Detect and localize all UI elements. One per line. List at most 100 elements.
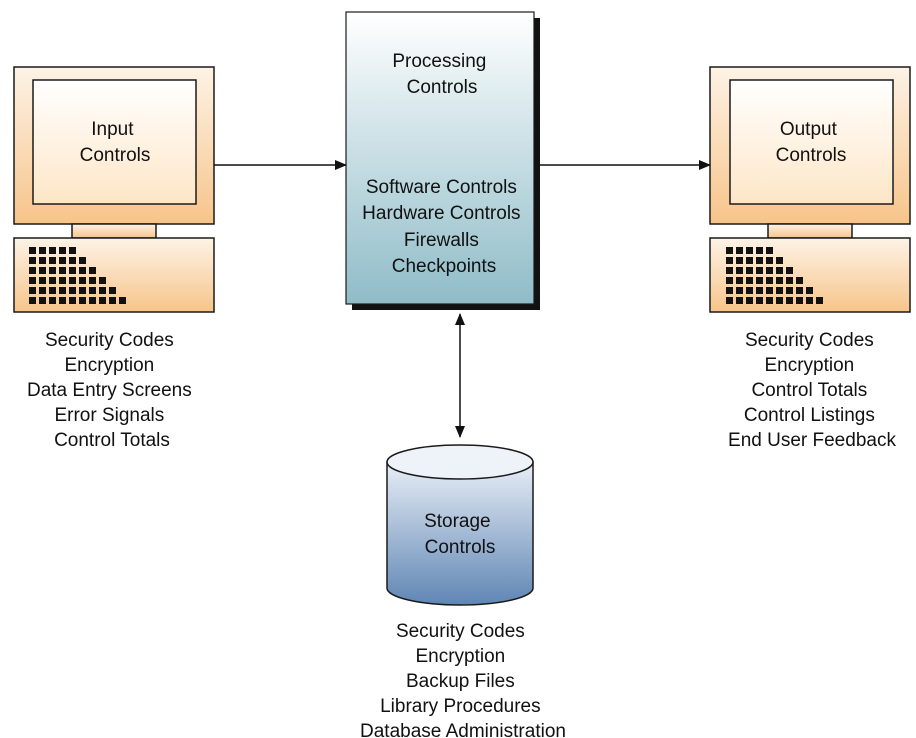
keyboard-key-icon xyxy=(746,277,753,284)
keyboard-key-icon xyxy=(89,297,96,304)
keyboard-key-icon xyxy=(756,257,763,264)
processing-title: Processing Controls xyxy=(392,51,491,98)
keyboard-key-icon xyxy=(746,257,753,264)
keyboard-key-icon xyxy=(79,277,86,284)
keyboard-key-icon xyxy=(776,297,783,304)
processing-title-line-1: Processing xyxy=(392,51,486,72)
keyboard-key-icon xyxy=(816,297,823,304)
storage-cylinder-top xyxy=(386,444,534,480)
output-detail-item: Control Listings xyxy=(744,405,875,426)
input-detail-item: Security Codes xyxy=(45,330,174,351)
keyboard-key-icon xyxy=(59,297,66,304)
output-title: Output Controls xyxy=(776,119,847,166)
processing-detail-item: Software Controls xyxy=(366,177,517,198)
keyboard-key-icon xyxy=(49,297,56,304)
processing-detail-item: Firewalls xyxy=(404,230,479,251)
input-details: Security Codes Encryption Data Entry Scr… xyxy=(27,330,197,451)
output-monitor-stand xyxy=(767,223,853,239)
keyboard-key-icon xyxy=(69,267,76,274)
processing-title-line-2: Controls xyxy=(407,77,478,98)
output-monitor-screen xyxy=(729,79,894,205)
keyboard-key-icon xyxy=(806,287,813,294)
keyboard-key-icon xyxy=(79,267,86,274)
output-computer-icon xyxy=(709,66,911,313)
keyboard-key-icon xyxy=(59,267,66,274)
keyboard-key-icon xyxy=(119,297,126,304)
storage-details: Security Codes Encryption Backup Files L… xyxy=(360,621,566,738)
storage-title-line-1: Storage xyxy=(424,511,491,532)
processing-detail-item: Checkpoints xyxy=(392,256,497,277)
keyboard-key-icon xyxy=(39,247,46,254)
keyboard-key-icon xyxy=(69,247,76,254)
keyboard-key-icon xyxy=(49,277,56,284)
input-detail-item: Error Signals xyxy=(54,405,164,426)
input-computer-icon xyxy=(13,66,215,313)
storage-detail-item: Encryption xyxy=(415,646,505,667)
keyboard-key-icon xyxy=(796,277,803,284)
keyboard-key-icon xyxy=(726,247,733,254)
keyboard-key-icon xyxy=(49,247,56,254)
processing-box xyxy=(345,11,540,310)
keyboard-key-icon xyxy=(79,297,86,304)
keyboard-key-icon xyxy=(756,287,763,294)
keyboard-key-icon xyxy=(806,297,813,304)
keyboard-key-icon xyxy=(746,287,753,294)
keyboard-key-icon xyxy=(796,297,803,304)
keyboard-key-icon xyxy=(79,287,86,294)
keyboard-key-icon xyxy=(786,297,793,304)
keyboard-key-icon xyxy=(69,287,76,294)
keyboard-key-icon xyxy=(59,277,66,284)
keyboard-key-icon xyxy=(39,277,46,284)
output-title-line-1: Output xyxy=(780,119,838,140)
input-monitor-screen xyxy=(32,79,197,205)
keyboard-key-icon xyxy=(39,297,46,304)
keyboard-key-icon xyxy=(99,287,106,294)
keyboard-key-icon xyxy=(766,277,773,284)
keyboard-key-icon xyxy=(89,277,96,284)
keyboard-key-icon xyxy=(29,297,36,304)
keyboard-key-icon xyxy=(736,277,743,284)
storage-detail-item: Database Administration xyxy=(360,721,566,738)
keyboard-key-icon xyxy=(766,247,773,254)
keyboard-key-icon xyxy=(746,267,753,274)
output-detail-item: Security Codes xyxy=(745,330,874,351)
keyboard-key-icon xyxy=(89,267,96,274)
keyboard-key-icon xyxy=(736,247,743,254)
keyboard-key-icon xyxy=(49,267,56,274)
input-detail-item: Data Entry Screens xyxy=(27,380,192,401)
keyboard-key-icon xyxy=(109,297,116,304)
keyboard-key-icon xyxy=(756,247,763,254)
keyboard-key-icon xyxy=(786,267,793,274)
keyboard-key-icon xyxy=(39,287,46,294)
keyboard-key-icon xyxy=(756,267,763,274)
keyboard-key-icon xyxy=(776,257,783,264)
keyboard-key-icon xyxy=(756,297,763,304)
storage-title: Storage Controls xyxy=(424,511,496,558)
keyboard-key-icon xyxy=(736,257,743,264)
keyboard-key-icon xyxy=(766,297,773,304)
storage-detail-item: Backup Files xyxy=(406,671,515,692)
keyboard-key-icon xyxy=(726,267,733,274)
keyboard-key-icon xyxy=(89,287,96,294)
keyboard-key-icon xyxy=(59,287,66,294)
processing-box-body xyxy=(345,11,535,305)
keyboard-key-icon xyxy=(99,277,106,284)
keyboard-key-icon xyxy=(49,287,56,294)
keyboard-key-icon xyxy=(736,287,743,294)
keyboard-key-icon xyxy=(776,277,783,284)
storage-cylinder-body xyxy=(386,461,534,606)
keyboard-key-icon xyxy=(736,267,743,274)
keyboard-key-icon xyxy=(726,257,733,264)
keyboard-key-icon xyxy=(69,297,76,304)
keyboard-key-icon xyxy=(29,257,36,264)
keyboard-key-icon xyxy=(29,267,36,274)
keyboard-key-icon xyxy=(39,257,46,264)
keyboard-key-icon xyxy=(726,277,733,284)
keyboard-key-icon xyxy=(756,277,763,284)
output-title-line-2: Controls xyxy=(776,145,847,166)
processing-details: Software Controls Hardware Controls Fire… xyxy=(362,177,526,277)
input-title-line-1: Input xyxy=(91,119,134,140)
keyboard-key-icon xyxy=(69,257,76,264)
keyboard-key-icon xyxy=(39,267,46,274)
